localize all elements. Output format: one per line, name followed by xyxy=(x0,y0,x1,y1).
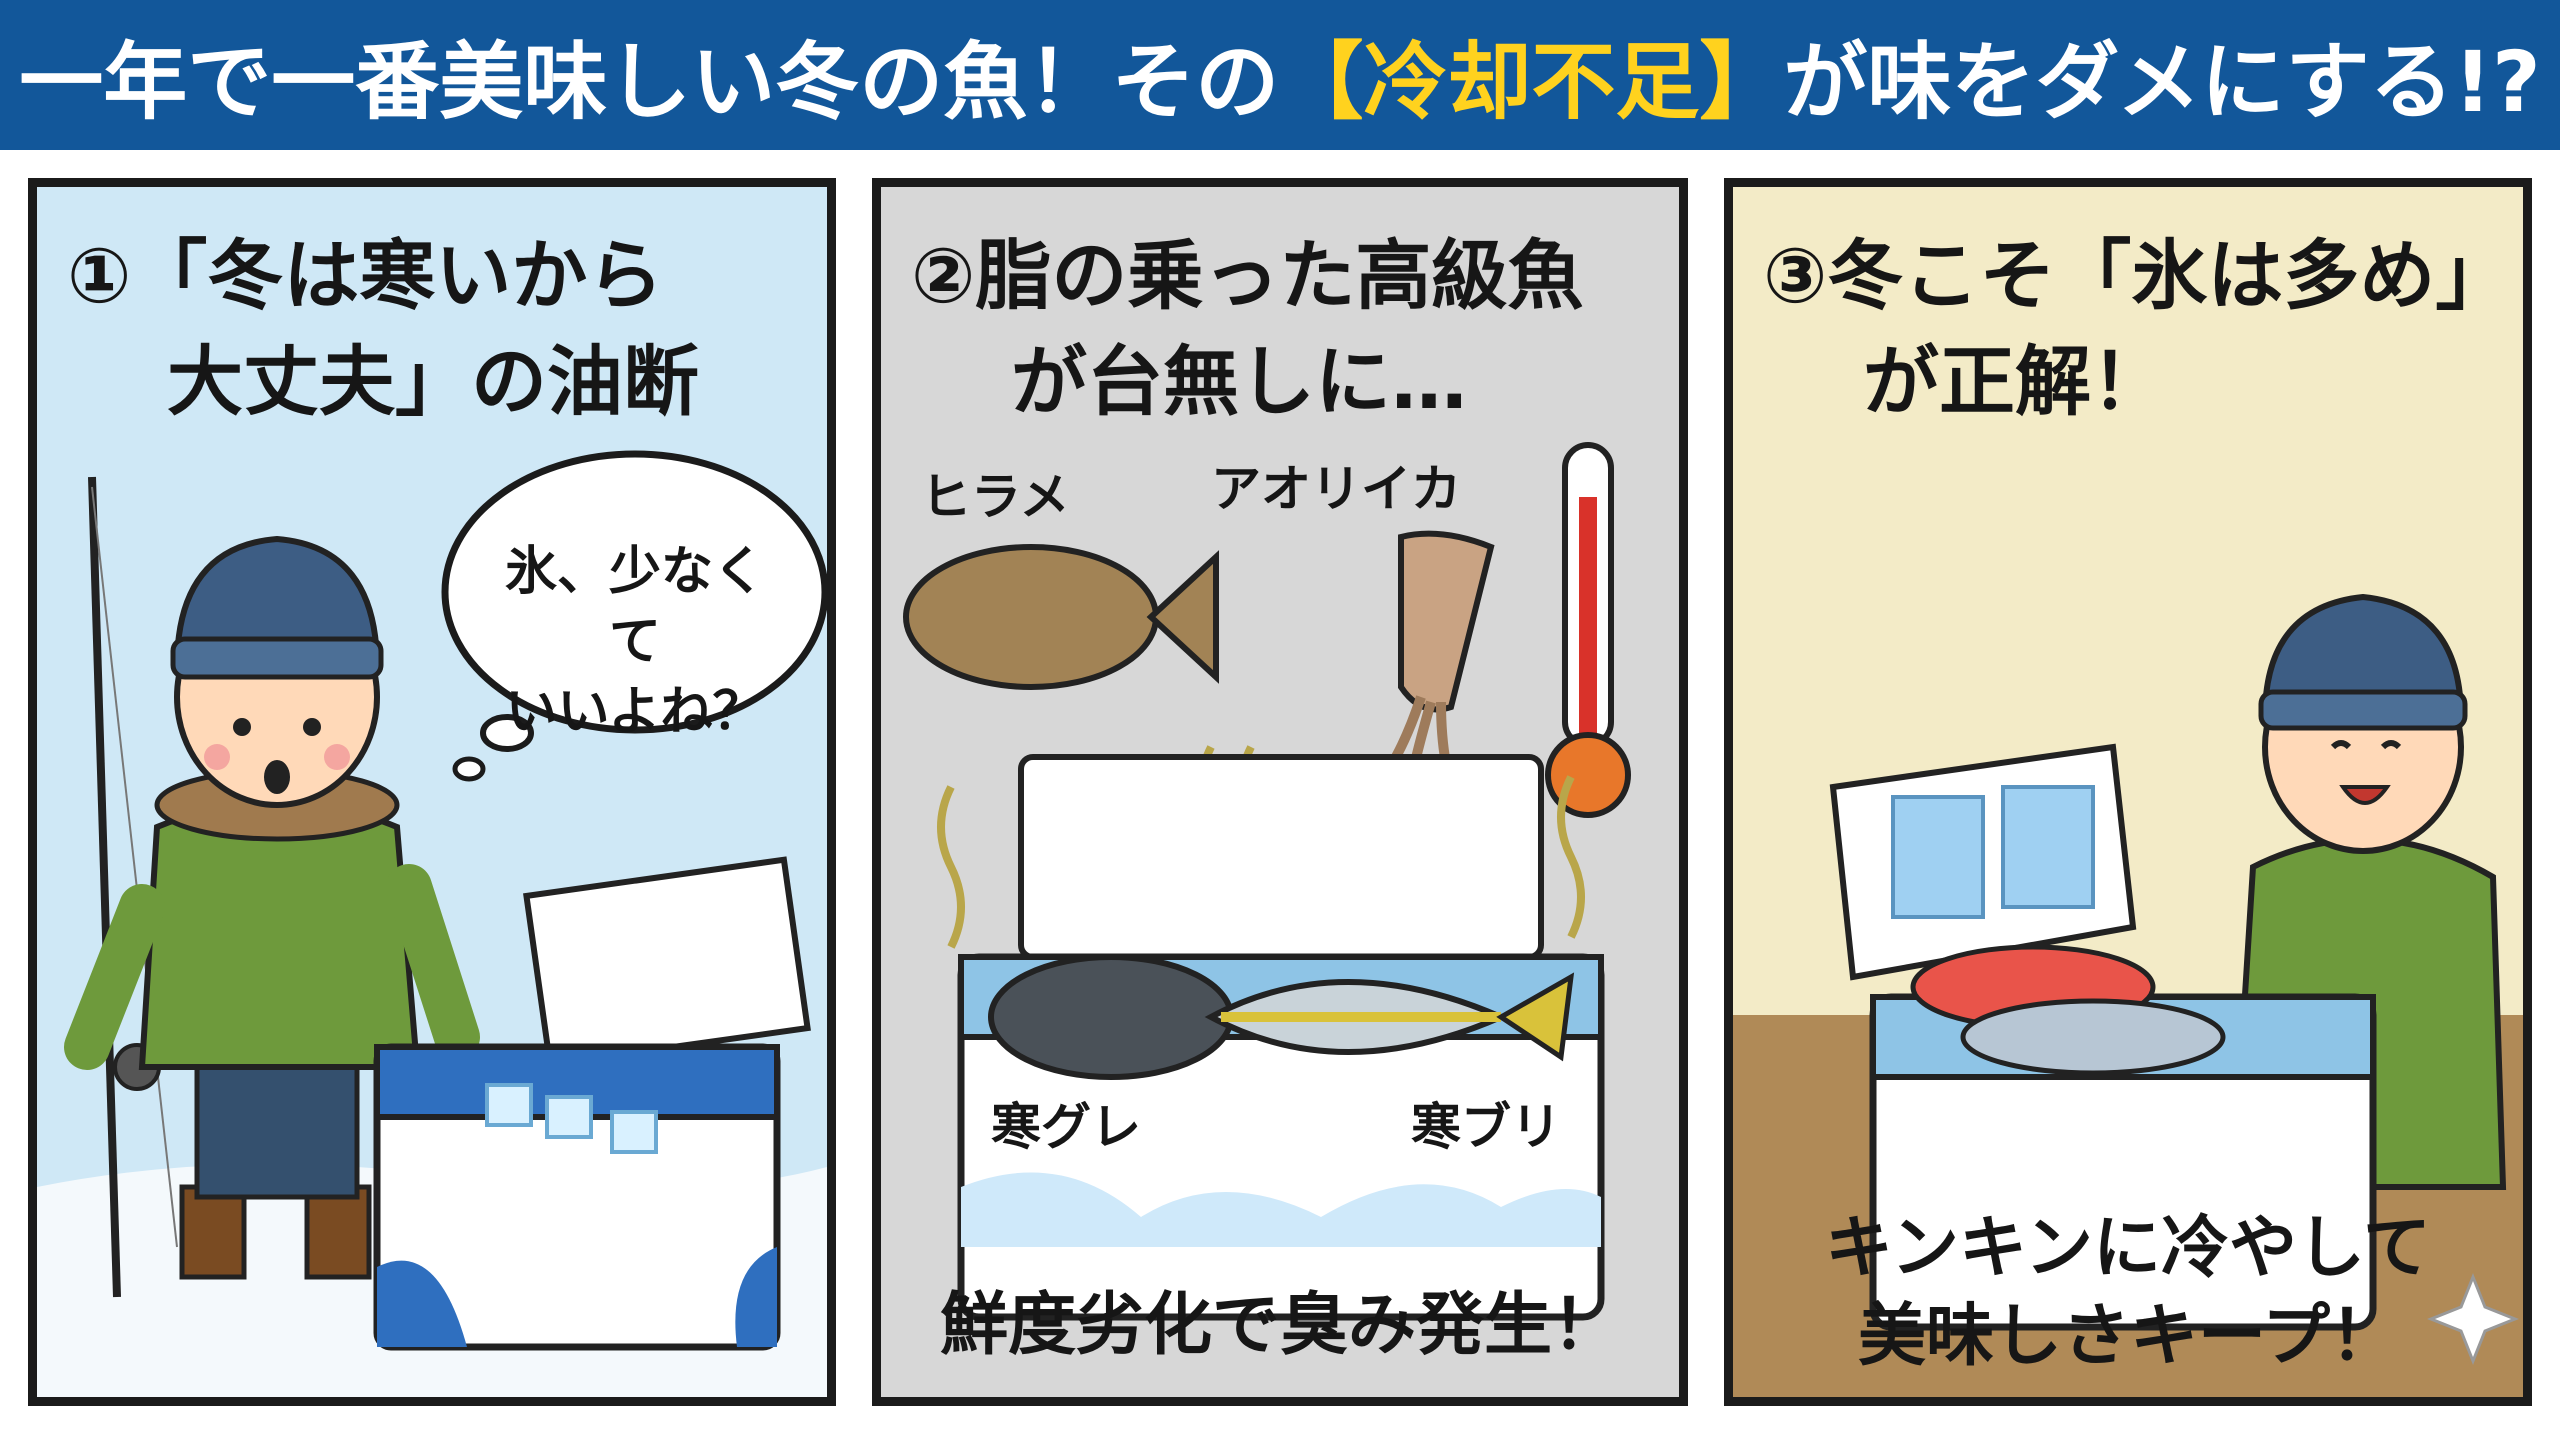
thermometer-icon xyxy=(1545,442,1631,818)
title-highlight: 【冷却不足】 xyxy=(1279,32,1784,131)
panel-1-title-line1: ①「冬は寒いから xyxy=(67,231,664,320)
panel-2: ②脂の乗った高級魚 が台無しに… ヒラメ アオリイカ 寒グレ 寒ブリ 鮮度劣化で… xyxy=(872,178,1688,1406)
cooler-box-full-ice xyxy=(1829,743,2377,1331)
label-squid: アオリイカ xyxy=(1211,460,1461,518)
flounder-illustration xyxy=(903,544,1219,690)
panel-2-title: ②脂の乗った高級魚 が台無しに… xyxy=(911,223,1659,435)
sparkle-icon xyxy=(2426,1272,2520,1366)
title-banner: 一年で一番美味しい冬の魚！その【冷却不足】が味をダメにする!? xyxy=(0,0,2560,150)
thought-bubble-text: 氷、少なくて いいよね？ xyxy=(485,537,785,747)
thought-bubble xyxy=(441,450,827,782)
title-text-before: 一年で一番美味しい冬の魚！その xyxy=(19,32,1280,131)
label-black-porgy: 寒グレ xyxy=(991,1098,1141,1156)
panel-3-caption-line1: キンキンに冷やして xyxy=(1825,1209,2431,1288)
panel-3: ③冬こそ「氷は多め」 が正解！ キンキンに冷やして 美味しさキープ！ xyxy=(1724,178,2532,1406)
bubble-line1: 氷、少なくて xyxy=(504,542,765,672)
panel-2-illustration xyxy=(903,442,1631,1321)
panel-2-title-line2: が台無しに… xyxy=(1011,337,1467,426)
panel-3-title-line2: が正解！ xyxy=(1863,337,2167,426)
panel-1-title: ①「冬は寒いから 大丈夫」の油断 xyxy=(67,223,807,435)
bubble-line2: いいよね？ xyxy=(505,682,765,742)
panel-1-illustration xyxy=(37,450,827,1397)
panel-3-title: ③冬こそ「氷は多め」 が正解！ xyxy=(1763,223,2512,435)
panel-1: ①「冬は寒いから 大丈夫」の油断 氷、少なくて いいよね？ xyxy=(28,178,836,1406)
panel-3-caption: キンキンに冷やして 美味しさキープ！ xyxy=(1733,1205,2523,1381)
panel-3-illustration xyxy=(1733,593,2523,1397)
black-porgy-illustration xyxy=(988,954,1234,1080)
panel-2-title-line1: ②脂の乗った高級魚 xyxy=(911,231,1584,320)
panel-1-title-line2: 大丈夫」の油断 xyxy=(167,337,699,426)
yellowtail-illustration xyxy=(1204,972,1575,1062)
title-text-after: が味をダメにする!? xyxy=(1783,32,2541,131)
label-yellowtail: 寒ブリ xyxy=(1411,1098,1561,1156)
panel-3-caption-line2: 美味しさキープ！ xyxy=(1858,1297,2398,1376)
label-flounder: ヒラメ xyxy=(921,468,1070,526)
panel-2-caption: 鮮度劣化で臭み発生！ xyxy=(939,1286,1620,1365)
fisherman-illustration xyxy=(64,535,480,1280)
panel-3-title-line1: ③冬こそ「氷は多め」 xyxy=(1763,231,2512,320)
cooler-box-few-ice xyxy=(373,856,811,1351)
